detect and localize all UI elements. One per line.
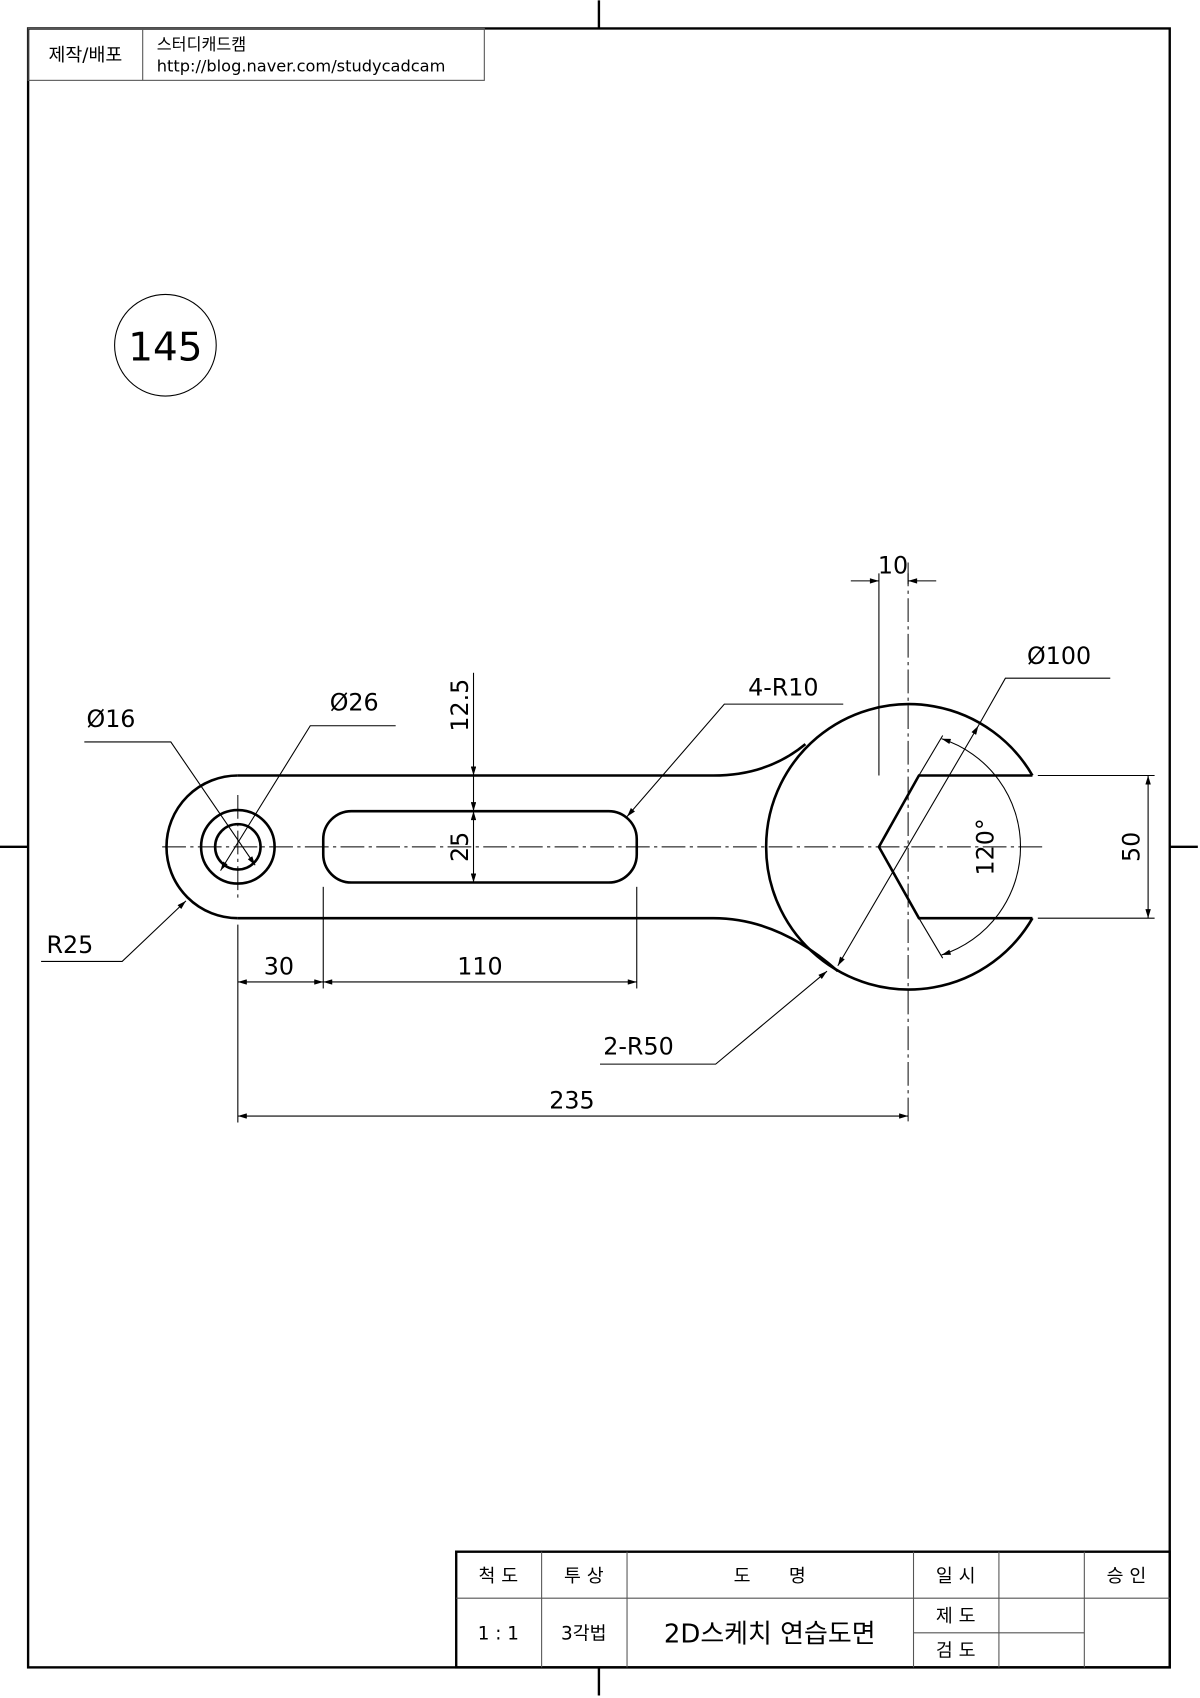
dim-phi26: Ø26 [330,689,379,717]
dim-25: 25 [446,832,474,862]
author-name: 스터디캐드캠 [157,35,246,54]
dim-12-5: 12.5 [446,679,474,732]
dim-2-r50: 2-R50 [603,1032,673,1060]
dim-30: 30 [264,952,294,980]
author-label: 제작/배포 [49,45,123,66]
dim-r25: R25 [46,931,93,959]
date-label: 일 시 [936,1566,976,1587]
author-box: 제작/배포 스터디캐드캠 http://blog.naver.com/study… [27,27,485,81]
checked-label: 검 도 [936,1641,976,1662]
title-block: 척 도 투 상 도 명 일 시 승 인 1 : 1 3각법 2D스케치 연습도면… [455,1550,1171,1669]
projection-label: 투 상 [564,1566,604,1587]
drawing-number: 145 [128,325,202,370]
dim-phi100: Ø100 [1027,642,1091,670]
drawing-number-circle [114,293,217,397]
drafted-label: 제 도 [936,1606,976,1627]
dimension-labels: Ø16 Ø26 R25 12.5 25 4-R10 10 Ø100 120° 5… [46,551,1145,1114]
projection-value: 3각법 [561,1623,606,1644]
scale-label: 척 도 [479,1566,519,1587]
dim-phi16: Ø16 [86,705,135,733]
author-url: http://blog.naver.com/studycadcam [157,57,446,76]
scale-value: 1 : 1 [478,1623,519,1644]
drawing-name: 2D스케치 연습도면 [664,1620,876,1650]
dim-10: 10 [878,551,908,579]
dim-235: 235 [549,1086,594,1114]
drawing-name-label: 도 명 [734,1566,806,1587]
dim-angle-120: 120° [972,818,1000,875]
dimension-lines [41,573,1155,1123]
dim-4-r10: 4-R10 [748,673,818,701]
dim-50: 50 [1117,832,1145,862]
approval-label: 승 인 [1107,1566,1147,1587]
dim-110: 110 [457,952,502,980]
